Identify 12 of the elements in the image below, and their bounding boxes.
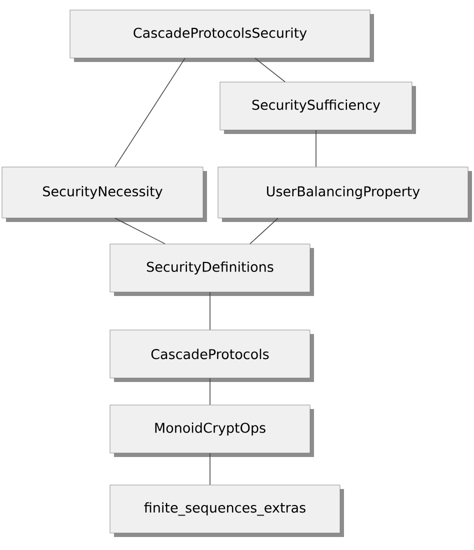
module-box: SecuritySufficiency	[220, 82, 416, 134]
connector-line	[254, 58, 286, 82]
module-box: CascadeProtocolsSecurity	[70, 10, 374, 62]
module-box: finite_sequences_extras	[110, 484, 344, 537]
connector-line	[250, 218, 278, 244]
module-box: UserBalancingProperty	[218, 166, 472, 222]
module-box: SecurityNecessity	[2, 166, 207, 222]
module-box: CascadeProtocols	[110, 330, 314, 382]
connector-line	[114, 218, 166, 244]
module-box: MonoidCryptOps	[110, 404, 314, 457]
module-box: SecurityDefinitions	[110, 244, 314, 296]
connector-line	[114, 58, 186, 168]
